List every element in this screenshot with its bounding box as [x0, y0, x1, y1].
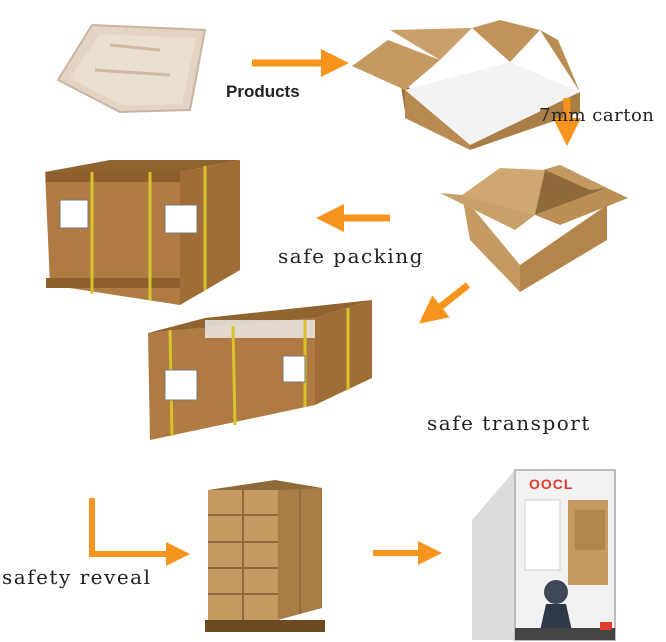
wooden-crate-icon	[45, 160, 240, 305]
arrow-diagonal-icon	[419, 282, 471, 324]
closed-carton-icon	[440, 165, 628, 292]
products-label: Products	[226, 82, 300, 101]
safety-reveal-label: safety reveal	[2, 565, 152, 589]
open-carton-icon	[352, 20, 580, 150]
shipping-container-icon	[472, 469, 616, 641]
safe-transport-label: safe transport	[427, 411, 591, 435]
container-logo: OOCL	[529, 476, 574, 492]
pallet-stack-icon	[205, 480, 325, 632]
safe-packing-label: safe packing	[278, 244, 424, 268]
carton-label: 7mm carton	[539, 105, 655, 126]
long-crate-icon	[148, 300, 372, 440]
arrow-l-shape-icon	[89, 498, 190, 566]
product-bag-icon	[56, 23, 207, 114]
